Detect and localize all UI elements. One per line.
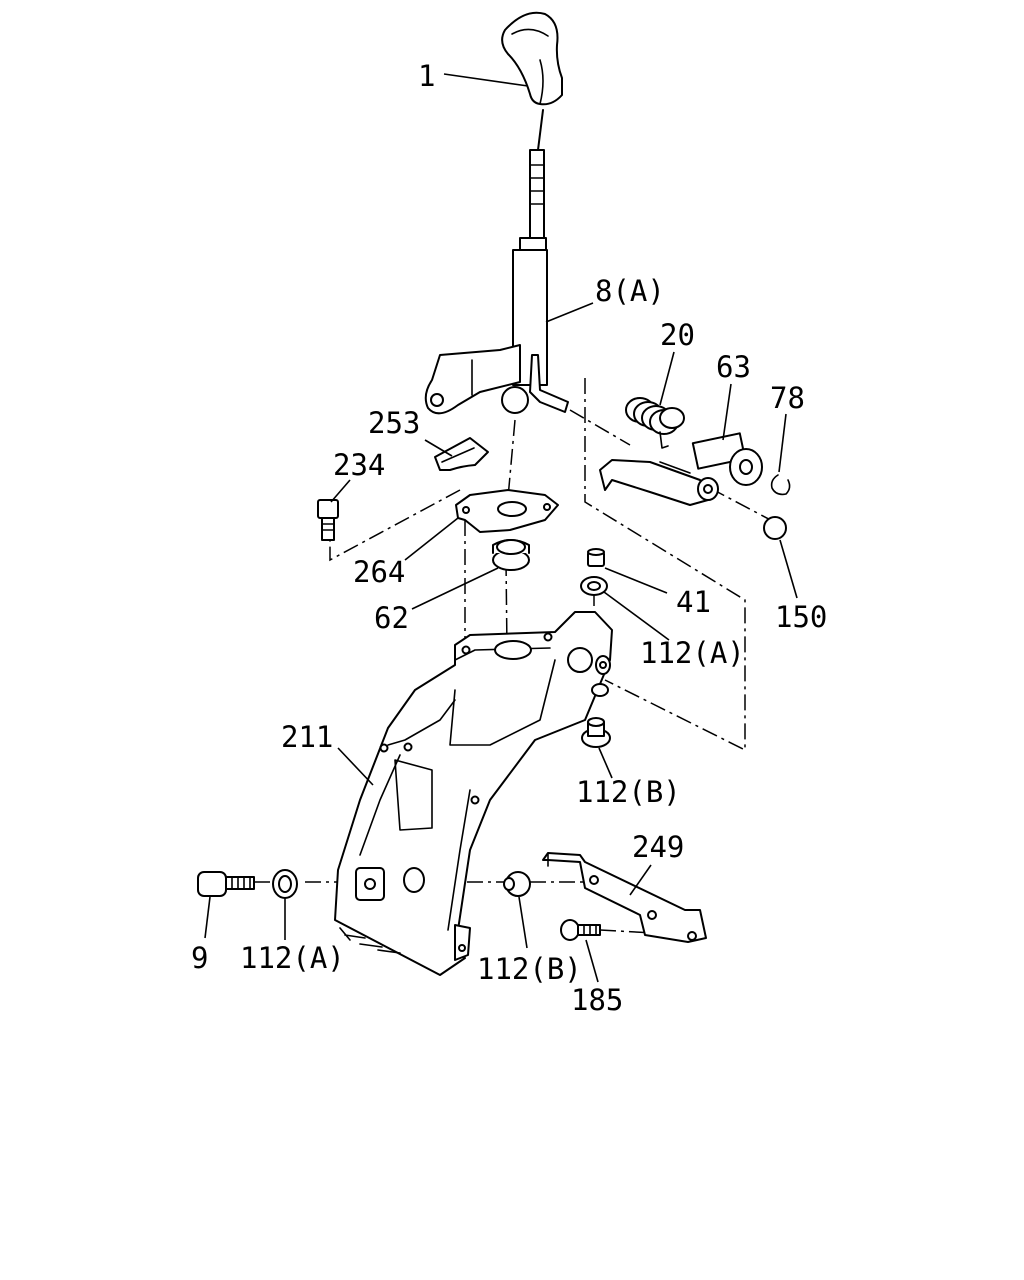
callout-78: 78 xyxy=(770,381,805,415)
callout-253: 253 xyxy=(368,406,420,440)
callout-249: 249 xyxy=(632,830,684,864)
bolt-9-part xyxy=(197,871,255,897)
washer-112a-top-part xyxy=(580,576,608,596)
spring-part xyxy=(625,397,685,449)
callout-62: 62 xyxy=(374,601,409,635)
shift-lever-part xyxy=(424,109,569,415)
callout-labels: 1 8(A) 20 63 78 253 234 264 62 41 112(A)… xyxy=(191,59,827,1017)
bushing-112b-bottom-part xyxy=(503,871,531,897)
callout-112b-bot: 112(B) xyxy=(477,952,582,986)
callout-150: 150 xyxy=(775,600,827,634)
bolt-234-part xyxy=(317,499,339,541)
callout-234: 234 xyxy=(333,448,385,482)
callout-112b-mid: 112(B) xyxy=(576,775,681,809)
leader-lines xyxy=(204,73,798,983)
washer-112a-bottom-part xyxy=(272,869,298,899)
cap-part xyxy=(434,437,489,471)
plate-part xyxy=(455,489,559,533)
callout-1: 1 xyxy=(418,59,435,93)
callout-112a-top: 112(A) xyxy=(640,636,745,670)
callout-9: 9 xyxy=(191,941,208,975)
screw-185-part xyxy=(560,919,601,941)
callout-185: 185 xyxy=(571,983,623,1017)
callout-112a-bot: 112(A) xyxy=(240,941,345,975)
bracket-249-part xyxy=(542,852,707,943)
callout-41: 41 xyxy=(676,585,711,619)
callout-211: 211 xyxy=(281,720,333,754)
bracket-211-part xyxy=(334,611,613,976)
callout-8a: 8(A) xyxy=(595,274,665,308)
callout-63: 63 xyxy=(716,350,751,384)
detent-arm-part xyxy=(599,432,791,540)
bushing-112b-mid-part xyxy=(581,717,611,748)
bushing-62-part xyxy=(492,539,530,571)
shift-knob-part xyxy=(501,11,563,106)
callout-264: 264 xyxy=(353,555,405,589)
callout-20: 20 xyxy=(660,318,695,352)
nut-41-part xyxy=(587,548,605,567)
